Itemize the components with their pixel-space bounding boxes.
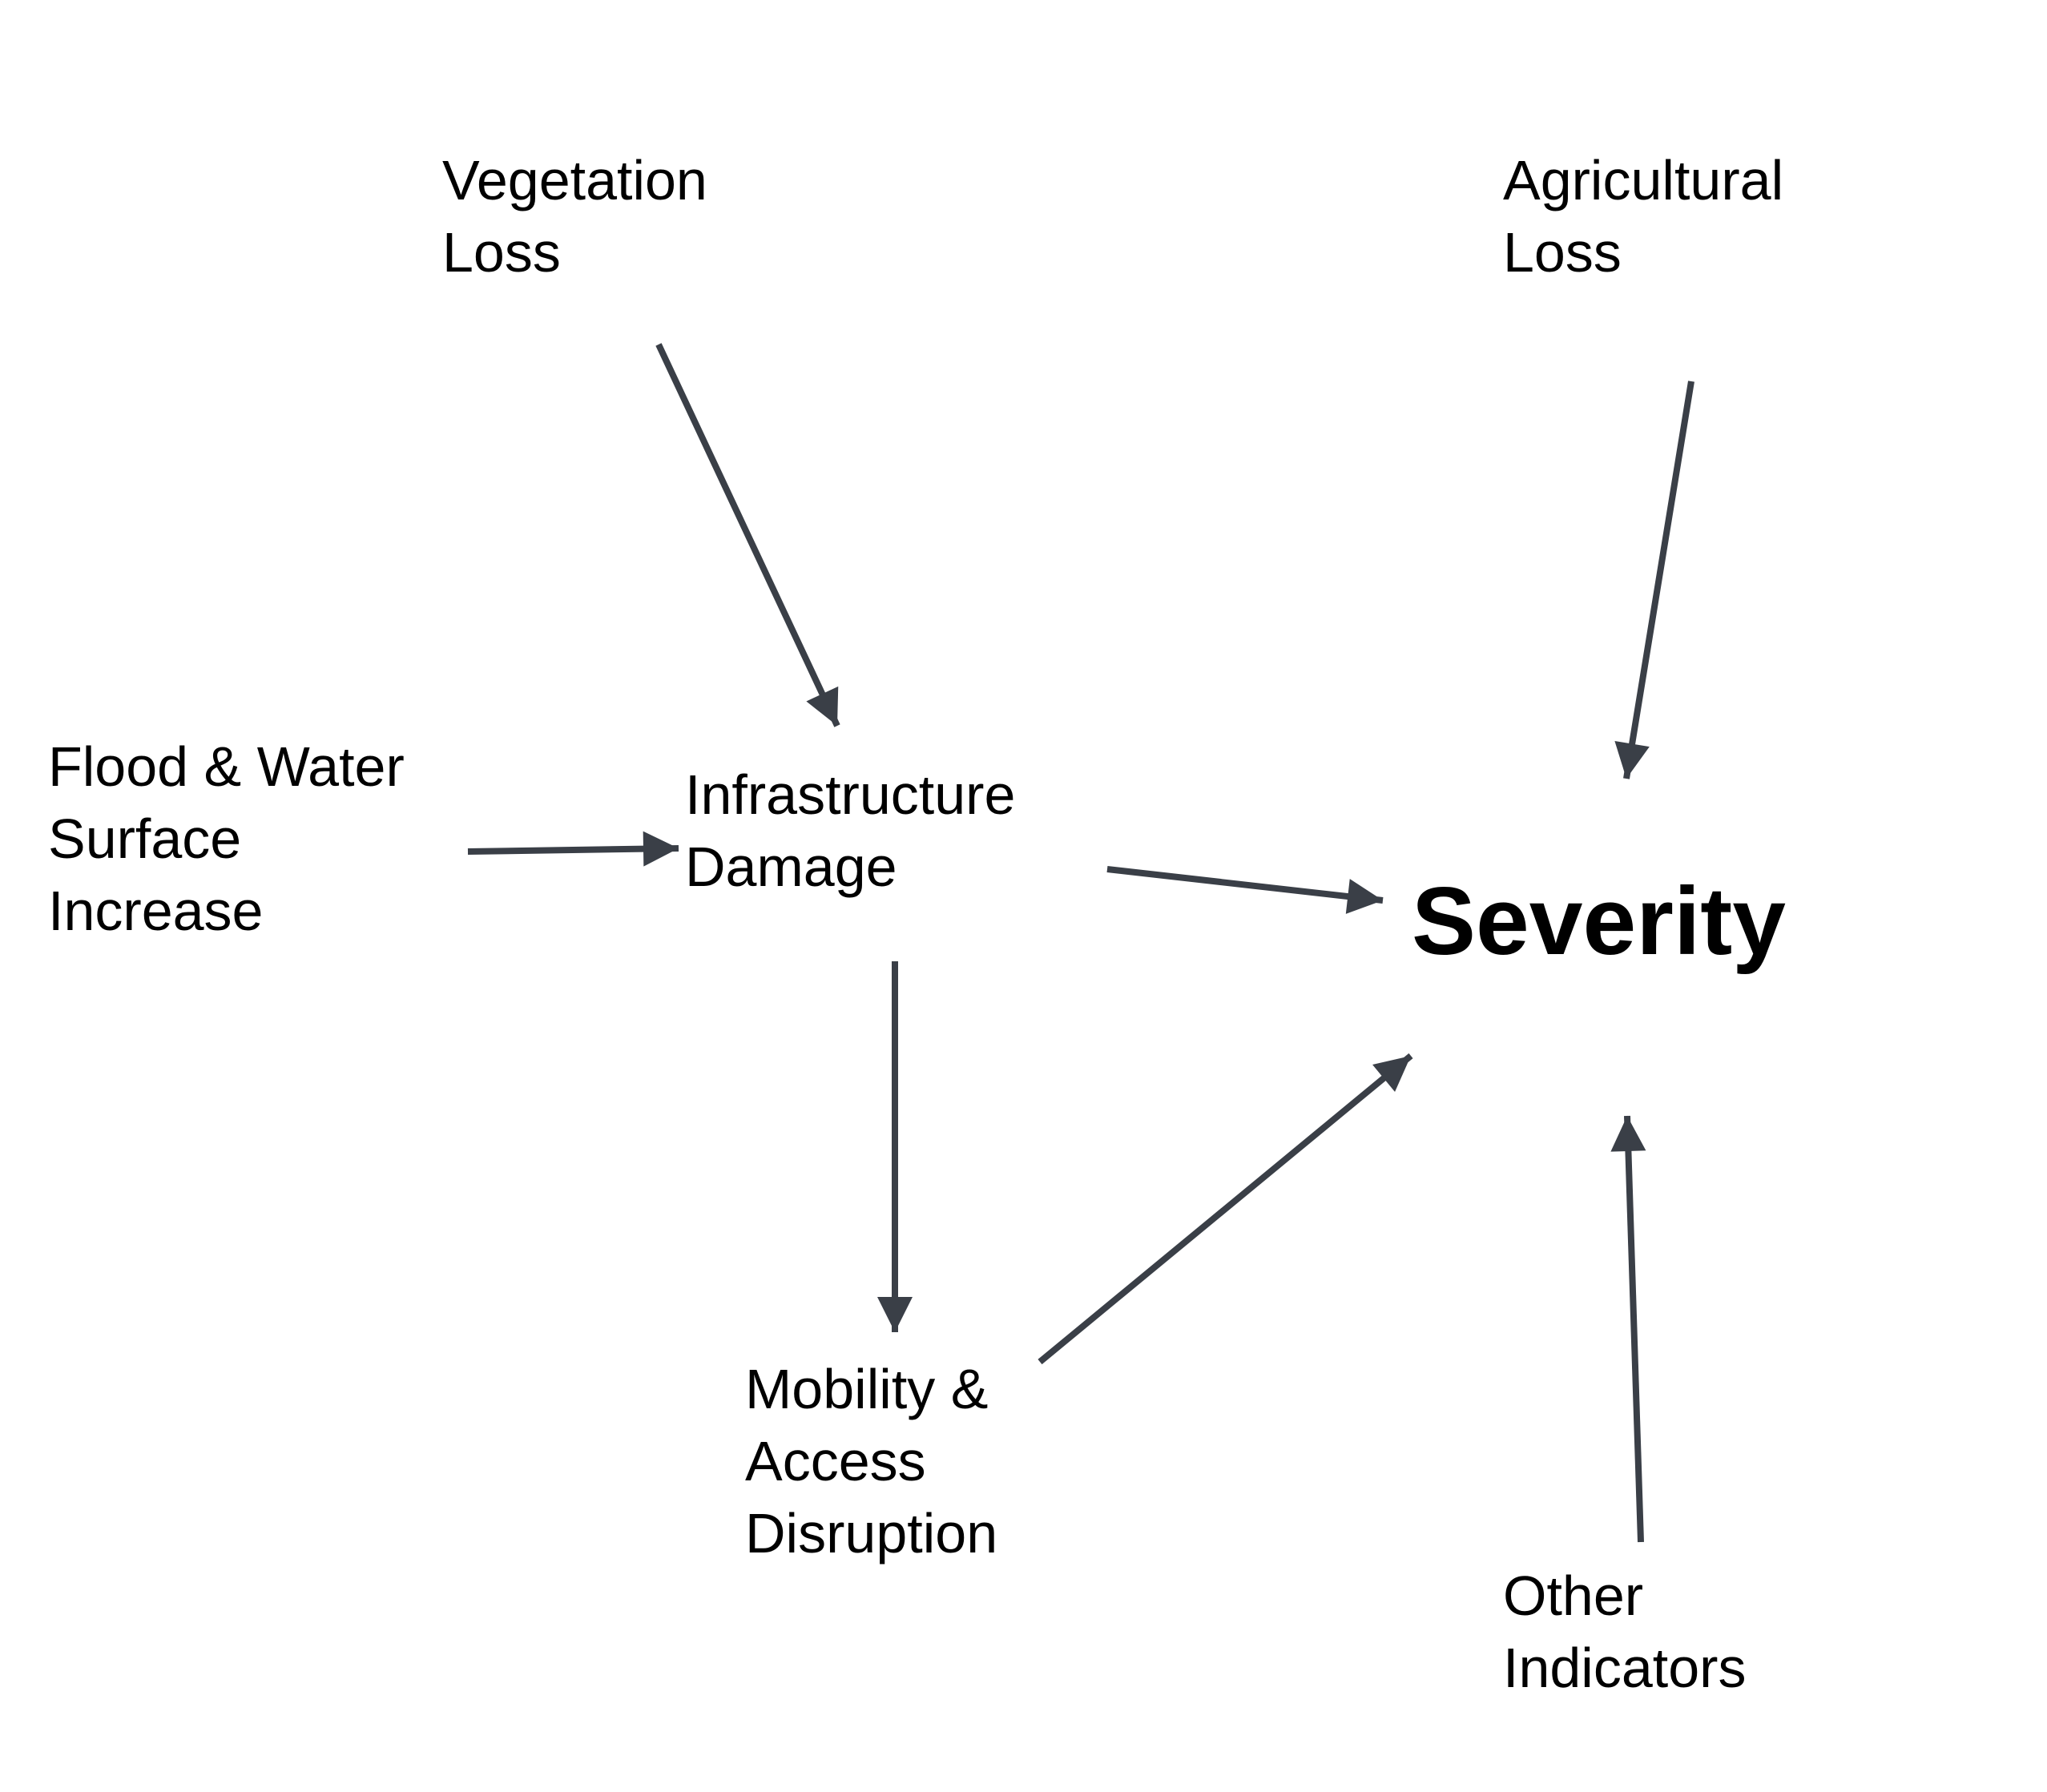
edge-flood-to-infrastructure xyxy=(467,831,679,867)
node-label-line: Damage xyxy=(685,836,897,898)
node-label-line: Flood & Water xyxy=(48,735,405,798)
node-mobility-access-disruption: Mobility & Access Disruption xyxy=(745,1353,997,1569)
node-label-line: Vegetation xyxy=(442,149,707,211)
node-label-line: Indicators xyxy=(1503,1637,1747,1699)
node-label-line: Surface xyxy=(48,807,242,870)
node-flood-water-surface-increase: Flood & Water Surface Increase xyxy=(48,731,405,947)
edge-vegetation-to-infrastructure xyxy=(655,343,840,727)
node-label-line: Disruption xyxy=(745,1502,998,1564)
node-label-line: Increase xyxy=(48,880,264,942)
node-label-line: Loss xyxy=(1503,221,1622,284)
node-infrastructure-damage: Infrastructure Damage xyxy=(685,759,1015,903)
node-agricultural-loss: Agricultural Loss xyxy=(1503,144,1783,288)
edge-mobility-to-severity xyxy=(1038,1053,1413,1365)
node-label-line: Severity xyxy=(1412,868,1786,975)
node-severity: Severity xyxy=(1412,865,1786,977)
node-label-line: Access xyxy=(745,1430,926,1492)
edge-infrastructure-to-severity xyxy=(1106,866,1384,914)
edge-other-to-severity xyxy=(1610,1115,1646,1543)
node-label-line: Other xyxy=(1503,1564,1644,1627)
node-label-line: Agricultural xyxy=(1503,149,1784,211)
edge-agricultural-to-severity xyxy=(1614,381,1694,779)
node-label-line: Mobility & xyxy=(745,1358,989,1420)
node-label-line: Infrastructure xyxy=(685,763,1016,826)
node-vegetation-loss: Vegetation Loss xyxy=(442,144,707,288)
node-label-line: Loss xyxy=(442,221,561,284)
node-other-indicators: Other Indicators xyxy=(1503,1560,1746,1704)
